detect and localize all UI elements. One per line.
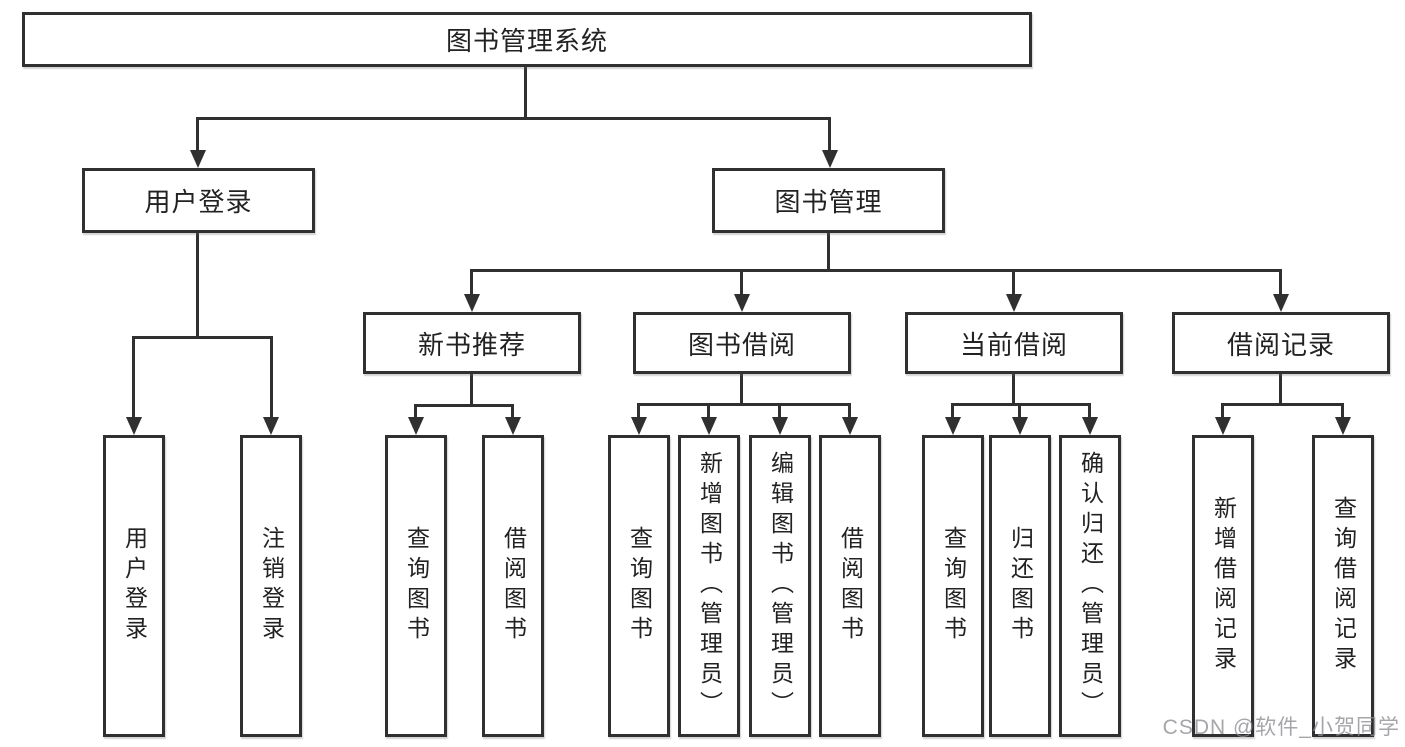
connector-line (1279, 269, 1282, 296)
arrowhead-down-icon (631, 417, 647, 435)
connector-line (470, 269, 473, 296)
leaf-query-books-newbook: 查询图书 (385, 435, 447, 737)
leaf-add-borrow-record: 新增借阅记录 (1192, 435, 1254, 737)
connector-line (524, 67, 527, 117)
connector-line (414, 404, 417, 419)
node-user-login: 用户登录 (82, 168, 315, 233)
leaf-borrow-books-borrow: 借阅图书 (819, 435, 881, 737)
connector-line (1221, 403, 1224, 419)
leaf-edit-book-admin: 编辑图书（管理员） (749, 435, 811, 737)
node-book-management: 图书管理 (712, 168, 945, 233)
arrowhead-down-icon (822, 150, 838, 168)
connector-line (828, 117, 831, 152)
connector-line (196, 233, 199, 336)
arrowhead-down-icon (1082, 417, 1098, 435)
connector-line (637, 403, 640, 419)
connector-line (778, 403, 781, 419)
connector-line (707, 403, 710, 419)
arrowhead-down-icon (842, 417, 858, 435)
leaf-query-books-borrow: 查询图书 (608, 435, 670, 737)
connector-line (511, 404, 514, 419)
arrowhead-down-icon (263, 417, 279, 435)
arrowhead-down-icon (945, 417, 961, 435)
leaf-add-book-admin: 新增图书（管理员） (678, 435, 740, 737)
arrowhead-down-icon (190, 150, 206, 168)
arrowhead-down-icon (1273, 294, 1289, 312)
connector-line (196, 117, 199, 152)
connector-line (1279, 374, 1282, 403)
arrowhead-down-icon (772, 417, 788, 435)
arrowhead-down-icon (1215, 417, 1231, 435)
leaf-return-books: 归还图书 (989, 435, 1051, 737)
connector-line (1341, 403, 1344, 419)
connector-line (270, 336, 273, 419)
connector-line (1012, 269, 1015, 296)
connector-line (132, 336, 135, 419)
connector-line (414, 404, 514, 407)
connector-line (470, 269, 1281, 272)
node-book-borrow: 图书借阅 (633, 312, 851, 374)
connector-line (848, 403, 851, 419)
connector-line (740, 374, 743, 403)
connector-line (132, 336, 273, 339)
arrowhead-down-icon (701, 417, 717, 435)
arrowhead-down-icon (505, 417, 521, 435)
arrowhead-down-icon (734, 294, 750, 312)
node-current-borrow: 当前借阅 (905, 312, 1123, 374)
connector-line (1088, 403, 1091, 419)
connector-line (1221, 403, 1344, 406)
arrowhead-down-icon (464, 294, 480, 312)
leaf-user-login: 用户登录 (103, 435, 165, 737)
leaf-confirm-return-admin: 确认归还（管理员） (1059, 435, 1121, 737)
leaf-query-books-current: 查询图书 (922, 435, 984, 737)
watermark: CSDN @软件_小贺同学 (1162, 716, 1400, 739)
connector-line (951, 403, 954, 419)
leaf-query-borrow-record: 查询借阅记录 (1312, 435, 1374, 737)
connector-line (951, 403, 1091, 406)
connector-line (827, 233, 830, 269)
leaf-logout: 注销登录 (240, 435, 302, 737)
connector-line (470, 374, 473, 404)
arrowhead-down-icon (1006, 294, 1022, 312)
connector-line (196, 117, 831, 120)
connector-line (1018, 403, 1021, 419)
arrowhead-down-icon (1012, 417, 1028, 435)
connector-line (740, 269, 743, 296)
connector-line (637, 403, 851, 406)
node-new-book-recommend: 新书推荐 (363, 312, 581, 374)
node-root: 图书管理系统 (22, 12, 1032, 67)
arrowhead-down-icon (126, 417, 142, 435)
connector-line (1012, 374, 1015, 403)
node-borrow-records: 借阅记录 (1172, 312, 1390, 374)
arrowhead-down-icon (408, 417, 424, 435)
leaf-borrow-books-newbook: 借阅图书 (482, 435, 544, 737)
arrowhead-down-icon (1335, 417, 1351, 435)
